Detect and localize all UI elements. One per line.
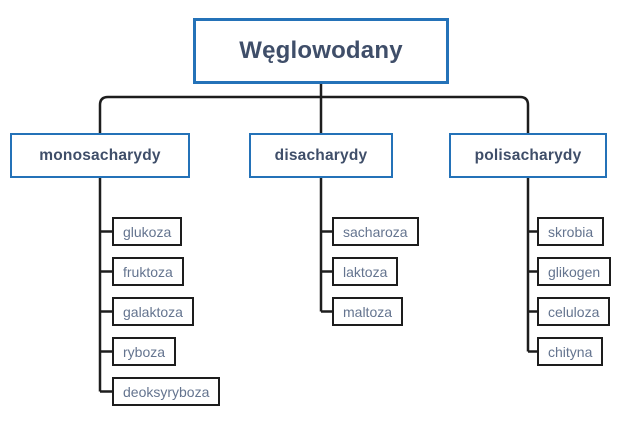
poli-spine-line: [526, 178, 537, 353]
di-spine-line: [319, 178, 332, 313]
node-polisacharydy: polisacharydy: [449, 133, 607, 178]
node-sacharoza: sacharoza: [332, 217, 419, 246]
node-glikogen: glikogen: [537, 257, 612, 286]
node-galaktoza: galaktoza: [112, 297, 194, 326]
node-celuloza: celuloza: [537, 297, 611, 326]
node-monosacharydy: monosacharydy: [10, 133, 190, 178]
node-laktoza: laktoza: [332, 257, 399, 286]
node-weglowodany: Węglowodany: [193, 18, 449, 84]
node-chityna: chityna: [537, 337, 604, 366]
node-deoksyryboza: deoksyryboza: [112, 377, 221, 406]
node-disacharydy: disacharydy: [249, 133, 393, 178]
node-maltoza: maltoza: [332, 297, 404, 326]
node-glukoza: glukoza: [112, 217, 183, 246]
node-skrobia: skrobia: [537, 217, 605, 246]
branch-rail-line: [98, 95, 530, 133]
mono-spine-line: [98, 178, 112, 393]
node-ryboza: ryboza: [112, 337, 177, 366]
node-fruktoza: fruktoza: [112, 257, 184, 286]
